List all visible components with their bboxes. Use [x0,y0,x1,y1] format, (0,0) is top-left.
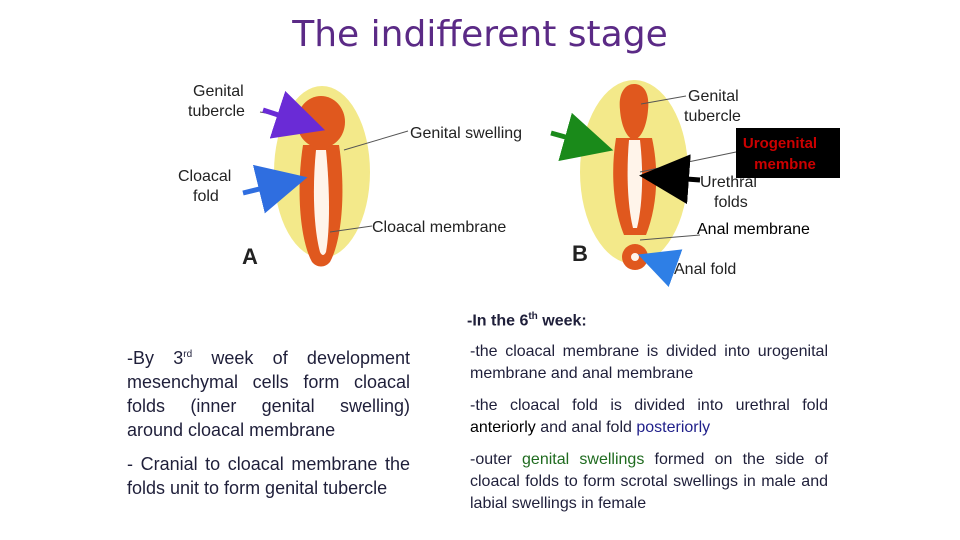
left-paragraph-2: - Cranial to cloacal membrane the folds … [127,454,410,498]
embryo-diagram: Genital tubercle Cloacal fold Genital sw… [178,80,840,287]
label-urethral-folds-2: folds [714,194,748,211]
label-anal-fold: Anal fold [674,261,736,278]
right-text-column: -the cloacal membrane is divided into ur… [470,341,828,525]
label-genital-tubercle-b-1: Genital [688,88,739,105]
anal-membrane-b [631,253,639,261]
arrow-blue [242,164,308,214]
urogenital-callout [736,128,840,178]
label-anal-membrane: Anal membrane [697,221,810,238]
label-cloacal-fold-2: fold [193,188,219,205]
right-paragraph-3: -outer genital swellings formed on the s… [470,451,828,512]
panel-label-b: B [572,241,588,266]
panel-label-a: A [242,244,258,269]
cloacal-membrane-a [313,150,329,255]
label-genital-tubercle-a-1: Genital [193,83,244,100]
arrow-cyan [637,249,683,287]
label-urethral-folds-1: Urethral [700,174,757,191]
arrow-purple [262,90,326,139]
right-heading: -In the 6th week: [467,311,587,330]
label-cloacal-membrane: Cloacal membrane [372,219,506,236]
right-paragraph-2: -the cloacal fold is divided into urethr… [470,397,828,436]
left-text-column: -By 3rd week of development mesenchymal … [127,343,410,510]
label-genital-tubercle-b-2: tubercle [684,108,741,125]
left-paragraph-1: -By 3rd week of development mesenchymal … [127,348,411,440]
embryo-b [580,80,688,270]
arrow-black [639,154,701,205]
urogenital-membrane-b [627,140,643,228]
urogenital-label-2: membne [754,156,816,173]
label-genital-swelling: Genital swelling [410,125,522,142]
embryo-a [274,86,370,267]
genital-tubercle-b [619,84,649,140]
urogenital-label-1: Urogenital [743,135,817,152]
label-genital-tubercle-a-2: tubercle [188,103,245,120]
right-paragraph-1: -the cloacal membrane is divided into ur… [470,343,828,382]
arrow-green [550,112,614,162]
slide-title: The indifferent stage [292,14,668,55]
label-cloacal-fold-1: Cloacal [178,168,231,185]
